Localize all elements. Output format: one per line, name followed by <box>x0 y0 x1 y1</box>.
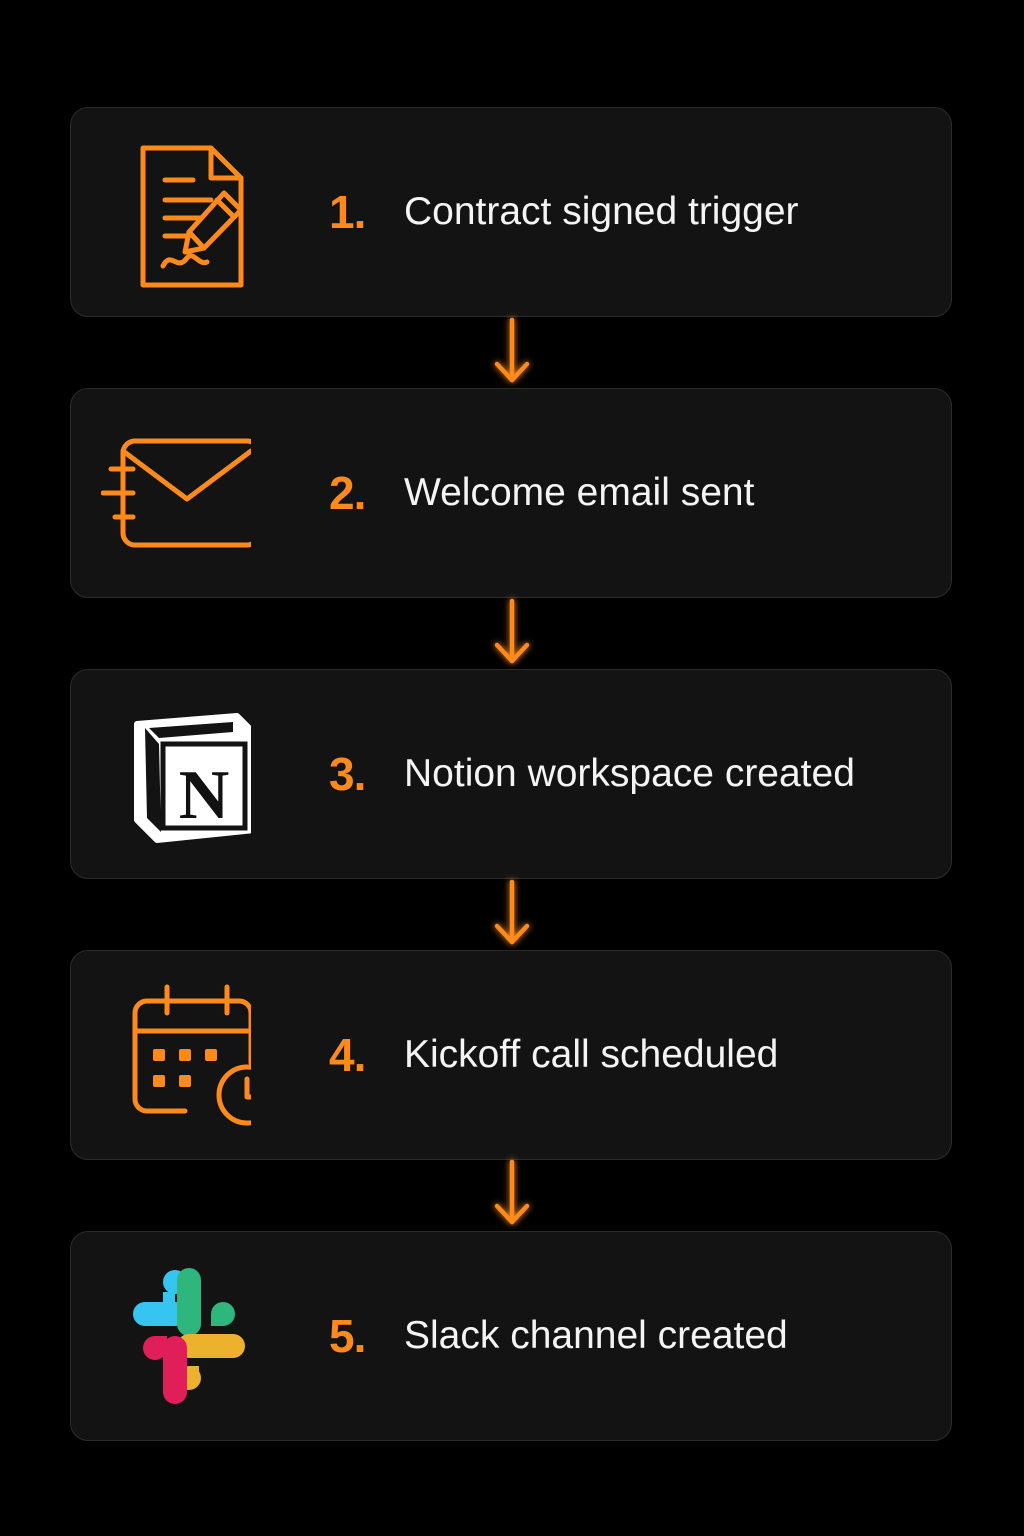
contract-signature-icon <box>101 138 251 288</box>
step-card-4: 4. Kickoff call scheduled <box>70 950 952 1160</box>
flow-arrow-icon <box>492 1159 532 1230</box>
step-label: Welcome email sent <box>404 471 755 514</box>
step-label: Slack channel created <box>404 1314 788 1357</box>
flow-arrow-icon <box>492 598 532 669</box>
step-number: 1. <box>329 186 366 238</box>
step-label: Contract signed trigger <box>404 190 799 233</box>
step-label: Notion workspace created <box>404 752 855 795</box>
step-label: Kickoff call scheduled <box>404 1033 779 1076</box>
step-number: 5. <box>329 1310 366 1362</box>
step-card-3: N 3. Notion workspace created <box>70 669 952 879</box>
step-number: 2. <box>329 467 366 519</box>
step-card-2: 2. Welcome email sent <box>70 388 952 598</box>
slack-logo-icon <box>101 1262 251 1412</box>
step-number: 4. <box>329 1029 366 1081</box>
flow-arrow-icon <box>492 879 532 950</box>
notion-logo-icon: N <box>101 700 251 850</box>
calendar-clock-icon <box>101 981 251 1131</box>
step-card-1: 1. Contract signed trigger <box>70 107 952 317</box>
flow-arrow-icon <box>492 317 532 388</box>
notion-letter: N <box>179 757 230 834</box>
step-card-5: 5. Slack channel created <box>70 1231 952 1441</box>
email-envelope-icon <box>101 419 251 569</box>
step-number: 3. <box>329 748 366 800</box>
